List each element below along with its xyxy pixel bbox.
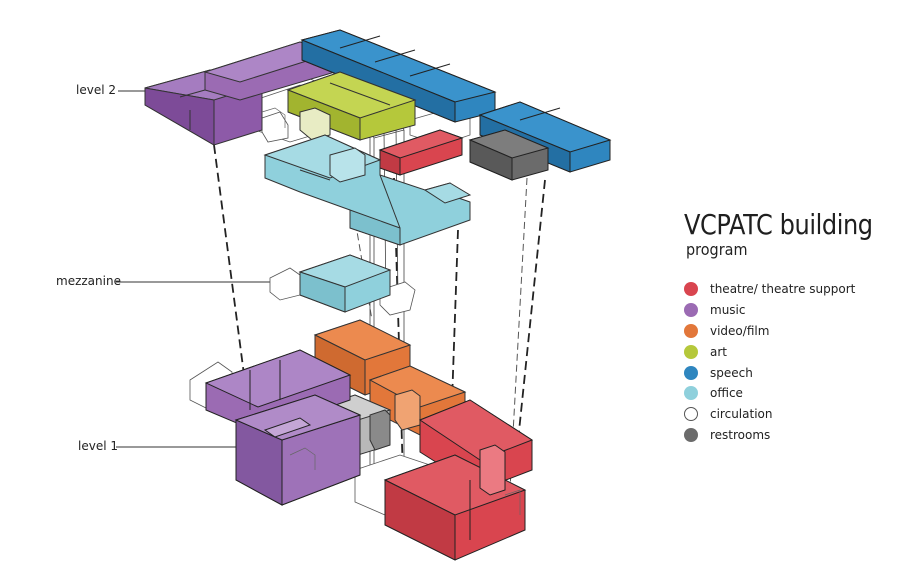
mezzanine-label: mezzanine — [56, 274, 121, 288]
level2-theatre — [378, 129, 464, 176]
program-legend: theatre/ theatre support music video/film a… — [684, 279, 855, 445]
diagram-title: VCPATC building — [684, 208, 873, 241]
legend-item: office — [684, 383, 855, 404]
level2-art — [286, 71, 417, 141]
legend-swatch — [684, 365, 698, 380]
legend-item: restrooms — [684, 425, 855, 446]
mezzanine-office — [298, 254, 392, 313]
level2-label: level 2 — [76, 83, 116, 97]
outline-details — [261, 107, 521, 515]
legend-swatch — [684, 282, 698, 297]
legend-item: circulation — [684, 404, 855, 425]
legend-swatch — [684, 303, 698, 318]
legend-item: theatre/ theatre support — [684, 279, 855, 300]
legend-label: speech — [710, 365, 753, 380]
legend-label: restrooms — [710, 427, 771, 442]
legend-label: music — [710, 303, 746, 318]
level2-restrooms — [468, 129, 550, 181]
legend-label: art — [710, 344, 727, 359]
level1-label: level 1 — [78, 439, 118, 453]
legend-label: office — [710, 386, 743, 401]
level1-theatre — [383, 399, 534, 561]
legend-item: art — [684, 341, 855, 362]
legend-label: circulation — [710, 407, 773, 422]
legend-item: music — [684, 300, 855, 321]
legend-swatch — [684, 323, 698, 338]
legend-swatch — [684, 427, 698, 442]
legend-item: speech — [684, 362, 855, 383]
legend-label: video/film — [710, 323, 770, 338]
diagram-subtitle: program — [686, 240, 748, 259]
legend-item: video/film — [684, 321, 855, 342]
level2-office — [263, 134, 472, 246]
legend-swatch — [684, 386, 698, 401]
level1-music — [204, 349, 362, 506]
legend-swatch — [684, 344, 698, 359]
legend-swatch — [684, 407, 698, 422]
legend-label: theatre/ theatre support — [710, 282, 856, 297]
